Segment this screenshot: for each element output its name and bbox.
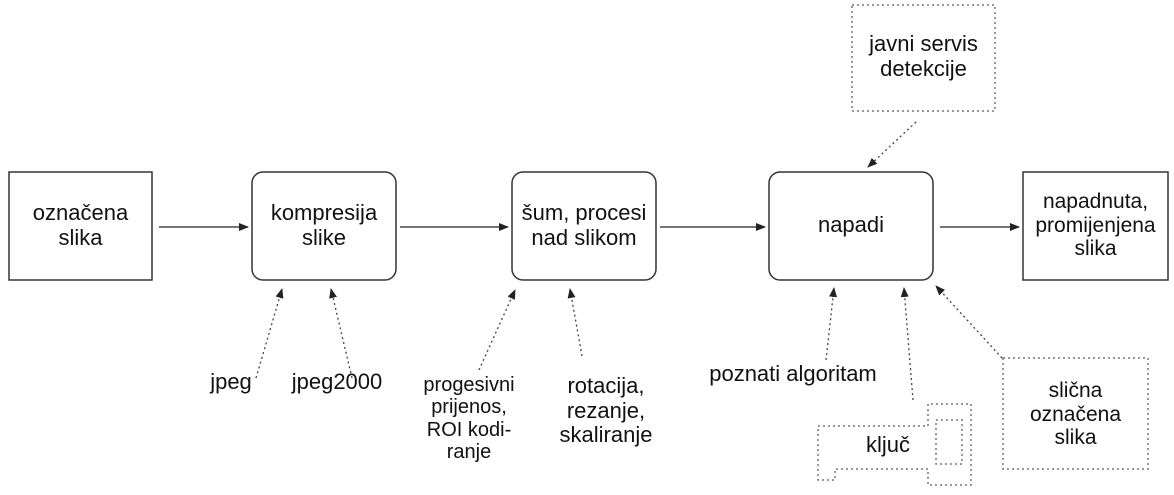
arrow-jpeg2000 xyxy=(329,288,353,379)
arrow-rotation xyxy=(567,288,583,357)
box-marked-image xyxy=(8,171,153,281)
annotation-jpeg2000: jpeg2000 xyxy=(291,369,383,394)
label-compression: kompresija slike xyxy=(270,200,378,250)
annotation-progressive: progesivni prijenos, ROI kodi- ranje xyxy=(423,374,515,464)
key-bit-shape xyxy=(935,419,963,465)
arrow-known-algorithm xyxy=(825,287,837,361)
arrow-jpeg xyxy=(255,288,284,379)
label-key: ključ xyxy=(865,432,910,457)
box-compression xyxy=(251,171,397,281)
box-attacked-image xyxy=(1022,171,1169,281)
box-noise xyxy=(511,171,657,281)
box-attacks xyxy=(768,171,934,281)
label-attacks: napadi xyxy=(817,212,885,237)
label-similar-image: slična označena slika xyxy=(1029,379,1122,450)
arrow-key xyxy=(900,287,914,401)
arrow-similar-image xyxy=(935,285,1003,359)
arrow-detection-service xyxy=(867,121,917,168)
arrow-progressive xyxy=(478,289,516,371)
annotation-rotation: rotacija, rezanje, skaliranje xyxy=(559,373,653,448)
label-noise: šum, procesi nad slikom xyxy=(521,200,647,250)
box-similar-image xyxy=(1002,357,1149,470)
label-detection-service: javni servis detekcije xyxy=(869,31,978,81)
box-detection-service xyxy=(851,4,996,112)
annotation-known-algorithm: poznati algoritam xyxy=(709,361,877,386)
label-marked-image: označena slika xyxy=(32,200,129,250)
label-attacked-image: napadnuta, promijenjena slika xyxy=(1035,190,1156,261)
annotation-jpeg: jpeg xyxy=(210,369,252,394)
